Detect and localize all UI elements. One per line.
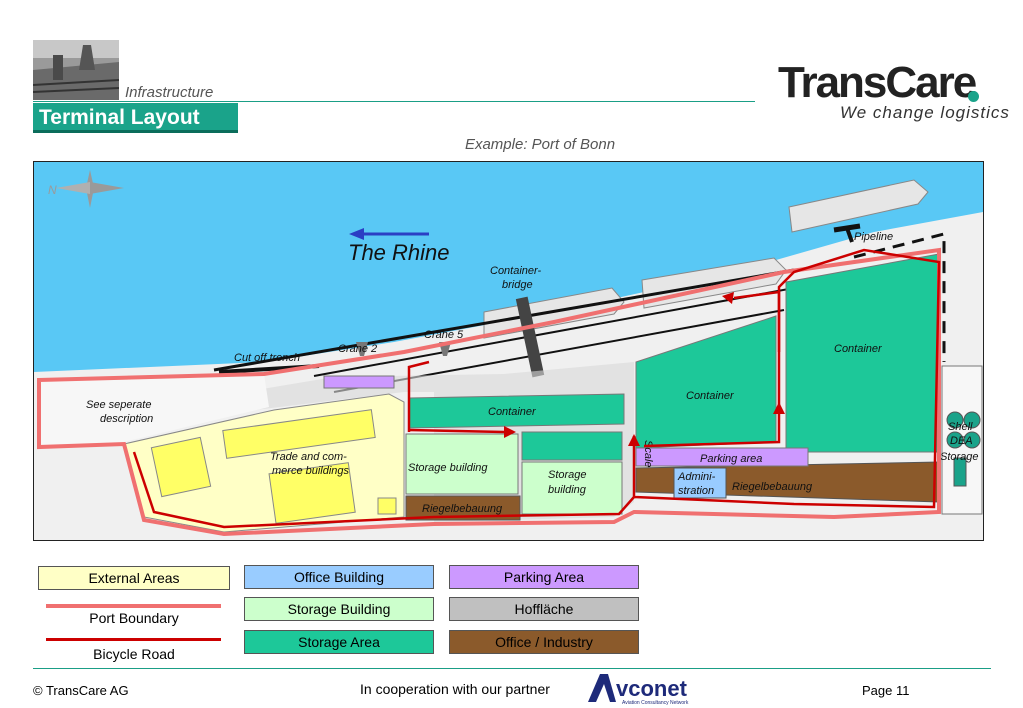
legend-port-boundary-line — [46, 604, 221, 608]
cut-off-trench-label: Cut off trench — [234, 352, 300, 364]
crane-2-label: Crane 2 — [338, 343, 377, 355]
external-west — [39, 374, 269, 447]
container-bridge-label-2: bridge — [502, 279, 533, 291]
footer-divider — [33, 668, 991, 669]
brand-tagline: We change logistics — [840, 103, 1010, 122]
crane-rail-1 — [313, 287, 795, 377]
barge-3 — [788, 179, 929, 233]
shell-label-2: DEA — [950, 435, 973, 447]
legend-office-industry: Office / Industry — [449, 630, 639, 654]
parking-area-label: Parking area — [700, 453, 762, 465]
storage-building-b-label-1: Storage — [548, 469, 587, 481]
container-area-d — [521, 431, 623, 461]
tank-4 — [963, 431, 981, 449]
legend-hofflache: Hoffläche — [449, 597, 639, 621]
storage-building-b — [521, 461, 623, 515]
pipeline-label: Pipeline — [854, 231, 893, 243]
administration-building — [673, 467, 727, 499]
legend-external-areas: External Areas — [38, 566, 230, 590]
footer-partner-text: In cooperation with our partner — [360, 681, 550, 697]
storage-building-a-label: Storage building — [408, 462, 488, 474]
see-description-label-1: See seperate — [86, 399, 151, 411]
terminal-map: N The Rhine Pipeline Container- bridge C… — [33, 161, 984, 541]
container-a-label: Container — [488, 406, 537, 418]
building-4 — [377, 497, 397, 515]
bicycle-road-north — [733, 290, 781, 352]
tank-2 — [963, 411, 981, 429]
section-label: Infrastructure — [125, 84, 214, 101]
compass-icon — [56, 170, 124, 208]
river-label: The Rhine — [348, 240, 450, 265]
bicycle-arrow-4 — [628, 434, 640, 446]
parking-area — [635, 447, 809, 467]
river-arrow-head — [349, 228, 364, 240]
scale-label: Scale — [642, 440, 654, 468]
footer-copyright: © TransCare AG — [33, 683, 129, 698]
bicycle-road — [132, 248, 941, 529]
see-description-label-2: description — [100, 413, 153, 425]
bicycle-arrow-1 — [504, 426, 516, 438]
storage-building-b-label-2: building — [548, 484, 587, 496]
bicycle-arrow-2 — [722, 292, 734, 304]
admin-label-2: stration — [678, 485, 714, 497]
page-title: Terminal Layout — [33, 103, 238, 133]
page-number: Page 11 — [862, 683, 910, 698]
bicycle-road-west — [407, 360, 430, 432]
building-3 — [268, 462, 356, 524]
parking-strip — [323, 375, 395, 389]
container-b-label: Container — [686, 390, 735, 402]
quay-edge — [213, 268, 795, 372]
building-2 — [222, 409, 376, 459]
bicycle-arrow-3 — [773, 402, 785, 414]
trade-label-1: Trade and com- — [270, 451, 347, 463]
tank-5 — [953, 457, 967, 487]
tank-3 — [946, 431, 964, 449]
legend-bicycle-road-line — [46, 638, 221, 641]
container-bridge — [515, 296, 545, 378]
pipeline-stem — [845, 227, 854, 243]
crane-2-icon — [356, 342, 368, 356]
admin-label-1: Admini- — [677, 471, 716, 483]
riegel-b-label: Riegelbebauung — [732, 481, 813, 493]
building-1 — [150, 436, 212, 498]
legend-storage-area: Storage Area — [244, 630, 434, 654]
port-boundary — [37, 247, 941, 537]
header-divider — [33, 101, 755, 102]
legend-parking-area: Parking Area — [449, 565, 639, 589]
partner-logo: vconet Aviation Consultancy Network — [586, 672, 696, 706]
bicycle-road-link — [408, 428, 505, 434]
compass-label: N — [48, 183, 57, 197]
storage-building-a — [405, 433, 519, 495]
svg-text:vconet: vconet — [616, 676, 688, 701]
crane-5-label: Crane 5 — [424, 329, 464, 341]
shell-label-1: Shell — [948, 421, 973, 433]
legend-office-building: Office Building — [244, 565, 434, 589]
container-bridge-label-1: Container- — [490, 265, 541, 277]
header-photo — [33, 40, 119, 100]
riegel-a-label: Riegelbebauung — [422, 503, 503, 515]
svg-text:Aviation Consultancy Network: Aviation Consultancy Network — [622, 700, 689, 706]
pipeline-route — [853, 232, 946, 362]
map-subtitle: Example: Port of Bonn — [464, 136, 616, 153]
trade-label-2: merce buildings — [272, 465, 350, 477]
tank-1 — [946, 411, 964, 429]
brand-logo-text: TransCare — [778, 58, 977, 107]
shell-label-3: Storage — [940, 451, 979, 463]
legend-storage-building: Storage Building — [244, 597, 434, 621]
container-c-label: Container — [834, 343, 883, 355]
brand-logo-dot — [968, 91, 979, 102]
legend-port-boundary-label: Port Boundary — [89, 610, 179, 626]
legend-bicycle-road-label: Bicycle Road — [93, 646, 175, 662]
